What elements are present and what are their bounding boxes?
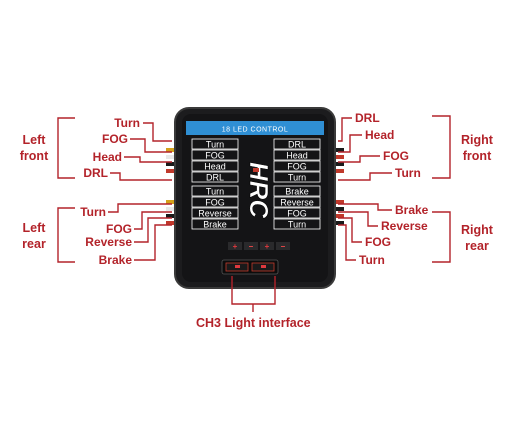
left-channels-bottom: Turn FOG Reverse Brake (191, 185, 239, 230)
group-label-right-rear: Right rear (461, 223, 493, 253)
callout-left-front-fog: FOG (102, 132, 128, 146)
callout-left-rear-reverse: Reverse (85, 235, 132, 249)
ch3-connector (221, 259, 279, 275)
svg-text:–: – (249, 242, 254, 251)
right-channel-label: FOG (287, 209, 307, 219)
svg-text:+: + (265, 242, 270, 251)
callout-lines (57, 115, 451, 312)
callout-right-rear-reverse: Reverse (381, 219, 428, 233)
left-channel-label: Head (204, 162, 226, 172)
callout-right-rear-brake: Brake (395, 203, 429, 217)
right-channels-top: DRL Head FOG Turn (273, 138, 321, 183)
right-channel-label: FOG (287, 162, 307, 172)
left-channel-label: FOG (205, 198, 225, 208)
callout-right-front-turn: Turn (395, 166, 421, 180)
callout-right-rear-turn: Turn (359, 253, 385, 267)
callout-right-front-head: Head (365, 128, 395, 142)
module-header-bar (186, 121, 324, 135)
left-channel-label: Turn (206, 187, 224, 197)
group-label-left-rear: Left rear (22, 221, 46, 251)
group-label-right-front: Right front (461, 133, 493, 163)
callout-left-front-turn: Turn (114, 116, 140, 130)
callout-left-rear-brake: Brake (98, 253, 132, 267)
right-channel-label: Reverse (280, 198, 314, 208)
callout-left-front-head: Head (92, 150, 122, 164)
left-channels-top: Turn FOG Head DRL (191, 138, 239, 183)
left-channel-label: Reverse (198, 209, 232, 219)
right-channels-bottom: Brake Reverse FOG Turn (273, 185, 321, 230)
right-channel-label: Brake (285, 187, 309, 197)
status-leds: + – + – (228, 242, 290, 251)
right-channel-label: Turn (288, 173, 306, 183)
right-channel-label: Turn (288, 220, 306, 230)
callout-right-front-fog: FOG (383, 149, 409, 163)
module-header-text: 18 LED CONTROL (222, 127, 289, 134)
left-channel-label: Turn (206, 140, 224, 150)
group-label-left-front: Left front (19, 133, 49, 163)
svg-text:+: + (233, 242, 238, 251)
right-channel-label: Head (286, 151, 308, 161)
svg-text:–: – (281, 242, 286, 251)
callout-left-rear-fog: FOG (106, 222, 132, 236)
right-wires (330, 148, 344, 225)
ch3-light-interface-label: CH3 Light interface (196, 316, 311, 330)
callout-right-rear-fog: FOG (365, 235, 391, 249)
callout-left-rear-turn: Turn (80, 205, 106, 219)
right-channel-label: DRL (288, 140, 306, 150)
callout-left-front-drl: DRL (83, 166, 108, 180)
left-channel-label: FOG (205, 151, 225, 161)
left-wires (166, 148, 180, 225)
callout-right-front-drl: DRL (355, 111, 380, 125)
left-channel-label: Brake (203, 220, 227, 230)
left-channel-label: DRL (206, 173, 224, 183)
